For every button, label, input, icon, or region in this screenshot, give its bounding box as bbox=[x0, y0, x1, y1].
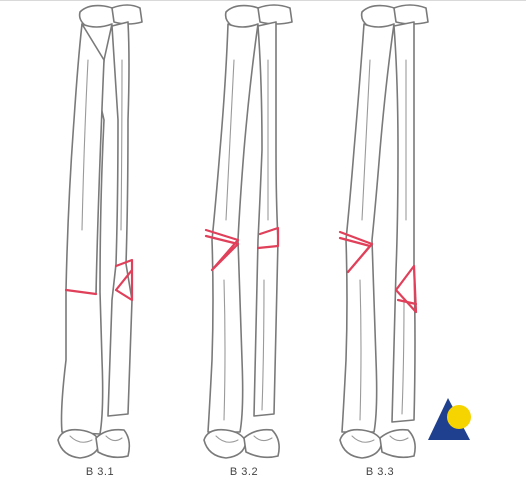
panel-label-b32: B 3.2 bbox=[204, 466, 284, 478]
panel-b31-bones bbox=[58, 5, 142, 458]
panel-b33-bones bbox=[340, 5, 428, 458]
panel-label-b33: B 3.3 bbox=[340, 466, 420, 478]
triangle-circle-logo-icon bbox=[426, 394, 476, 442]
panel-label-b31: B 3.1 bbox=[60, 466, 140, 478]
